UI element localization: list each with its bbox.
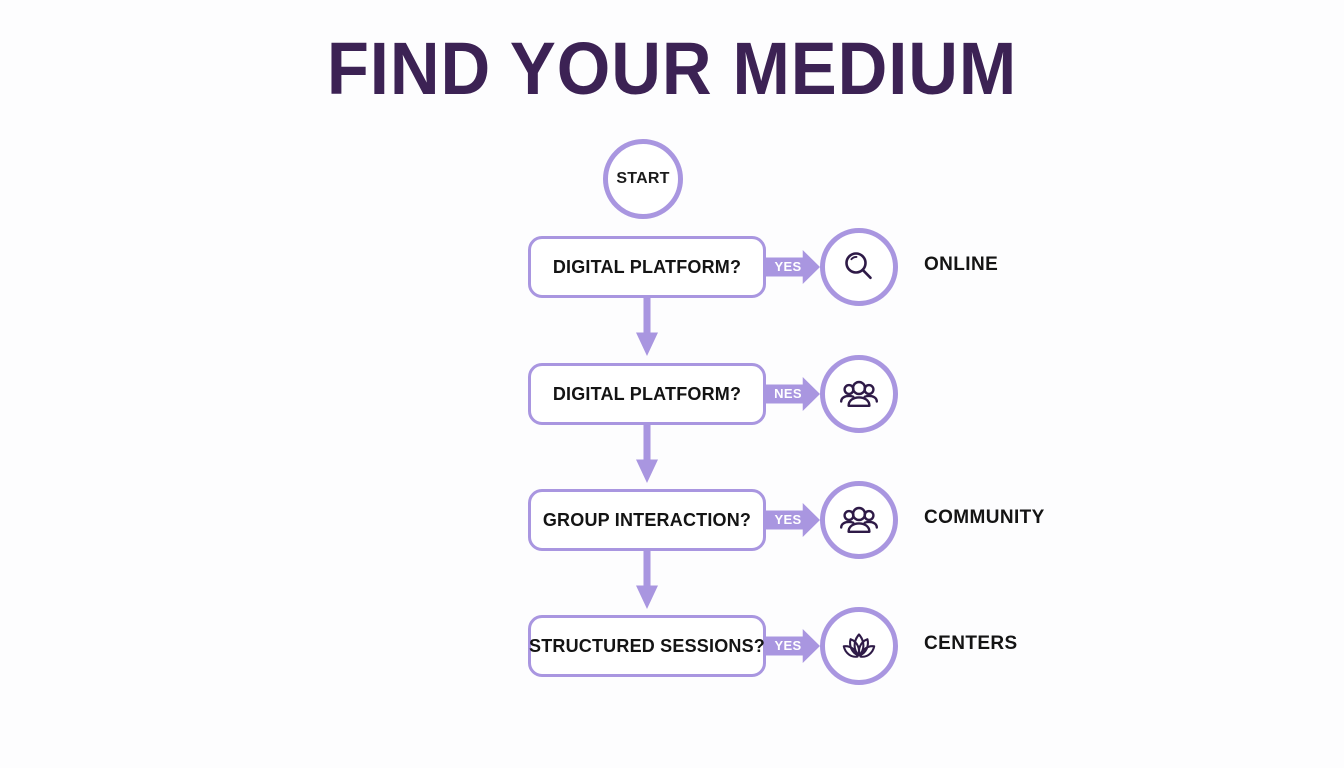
decision-box-label: DIGITAL PLATFORM? (552, 256, 742, 277)
outcome-icon-circle[interactable] (820, 481, 898, 559)
branch-arrow: NES (766, 377, 820, 411)
people-group-icon (838, 373, 880, 415)
page-title: FIND YOUR MEDIUM (326, 27, 1018, 110)
decision-box-label: GROUP INTERACTION? (542, 509, 752, 530)
branch-arrow-label: YES (774, 638, 802, 653)
outcome-label: ONLINE (924, 254, 999, 275)
branch-arrow: YES (766, 629, 820, 663)
flow-row: DIGITAL PLATFORM? NES (0, 355, 1344, 433)
outcome-label: COMMUNITY (924, 507, 1045, 528)
start-node[interactable]: START (603, 139, 683, 219)
decision-box-label: STRUCTURED SESSIONS? (528, 635, 766, 656)
decision-box-label: DIGITAL PLATFORM? (552, 383, 742, 404)
branch-arrow: YES (766, 250, 820, 284)
magnifier-icon (839, 247, 879, 287)
branch-arrow-label: YES (774, 259, 802, 274)
lotus-icon (838, 625, 880, 667)
branch-arrow-label: NES (774, 386, 802, 401)
decision-box[interactable]: DIGITAL PLATFORM? (528, 236, 766, 298)
outcome-icon-circle[interactable] (820, 228, 898, 306)
people-group-icon (838, 499, 880, 541)
start-node-label: START (616, 170, 670, 187)
outcome-icon-circle[interactable] (820, 355, 898, 433)
decision-box[interactable]: GROUP INTERACTION? (528, 489, 766, 551)
outcome-label: CENTERS (924, 633, 1018, 654)
flow-row: GROUP INTERACTION? YES COMMUNITY (0, 481, 1344, 559)
flow-row: DIGITAL PLATFORM? YES ONLINE (0, 228, 1344, 306)
decision-box[interactable]: DIGITAL PLATFORM? (528, 363, 766, 425)
decision-box[interactable]: STRUCTURED SESSIONS? (528, 615, 766, 677)
branch-arrow: YES (766, 503, 820, 537)
outcome-icon-circle[interactable] (820, 607, 898, 685)
flow-row: STRUCTURED SESSIONS? YES CENTERS (0, 607, 1344, 685)
branch-arrow-label: YES (774, 512, 802, 527)
